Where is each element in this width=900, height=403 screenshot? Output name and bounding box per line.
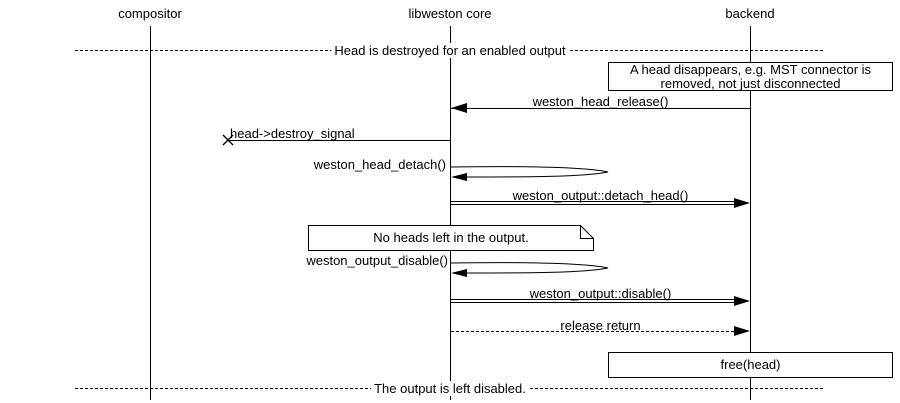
divider-top-label: Head is destroyed for an enabled output: [331, 43, 569, 58]
message-line-detach-head-upper: [451, 201, 738, 202]
actor-label-backend: backend: [725, 6, 775, 21]
note-shape-icon: [308, 225, 594, 251]
lifeline-compositor: [150, 26, 151, 400]
message-line-disable-upper: [451, 299, 738, 300]
arrowhead-left-icon: [451, 173, 467, 181]
lifeline-backend: [750, 26, 751, 400]
lost-message-x-icon: [222, 134, 234, 146]
note-no-heads-left-text: No heads left in the output.: [373, 230, 529, 245]
lifeline-libweston-core: [450, 26, 451, 400]
actor-label-libweston-core: libweston core: [408, 6, 492, 21]
arrowhead-left-icon: [451, 269, 467, 277]
message-label-weston-head-release: weston_head_release(): [532, 94, 669, 109]
message-label-detach-head: weston_output::detach_head(): [512, 188, 689, 203]
message-label-weston-head-detach: weston_head_detach(): [313, 157, 446, 172]
note-head-disappears: A head disappears, e.g. MST connector is…: [608, 62, 893, 91]
message-line-destroy-signal: [228, 140, 450, 141]
actor-label-compositor: compositor: [118, 6, 182, 21]
self-message-loop-head-detach: [450, 166, 609, 181]
message-label-disable: weston_output::disable(): [529, 286, 672, 301]
message-line-disable-lower: [451, 302, 738, 303]
message-line-weston-head-release: [451, 108, 750, 109]
arrowhead-right-icon: [734, 198, 750, 208]
arrowhead-left-icon: [451, 103, 467, 113]
note-no-heads-left: No heads left in the output.: [308, 225, 594, 251]
message-label-release-return: release return: [560, 318, 641, 333]
message-line-release-return: [451, 331, 738, 332]
message-label-weston-output-disable: weston_output_disable(): [306, 253, 448, 268]
divider-bottom-label: The output is left disabled.: [371, 381, 529, 396]
note-head-disappears-line2: removed, not just disconnected: [660, 76, 841, 91]
arrowhead-right-icon: [734, 326, 750, 336]
message-label-destroy-signal: head->destroy_signal: [230, 126, 355, 141]
self-message-loop-output-disable: [450, 262, 609, 277]
arrowhead-right-icon: [734, 296, 750, 306]
message-line-detach-head-lower: [451, 204, 738, 205]
action-box-free-head: free(head): [608, 352, 893, 378]
note-head-disappears-line1: A head disappears, e.g. MST connector is: [629, 62, 872, 77]
